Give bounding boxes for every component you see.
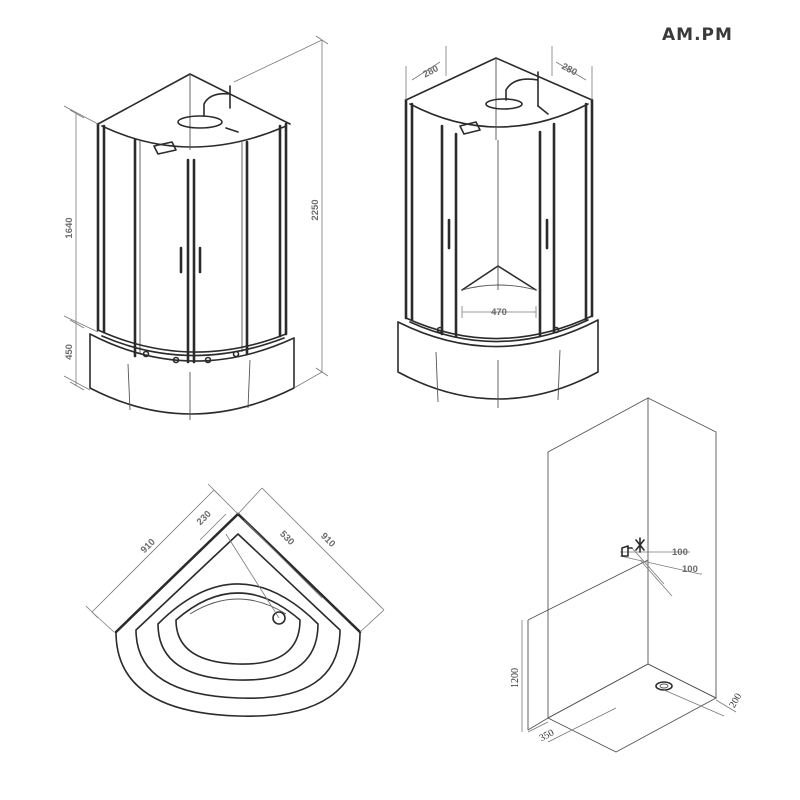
front-view-dimensions — [63, 35, 329, 391]
dim-drain-offset: 230 — [195, 509, 214, 528]
dim-drain-y: 200 — [727, 692, 744, 710]
dim-right-offset: 280 — [560, 61, 579, 78]
faucet-icon — [621, 545, 633, 557]
dim-panel-height: 1640 — [64, 217, 75, 238]
cold-water-icon — [635, 537, 645, 553]
dim-tap-offset-1: 100 — [672, 547, 688, 558]
dim-side-left: 910 — [139, 537, 158, 556]
top-view-dimensions — [85, 483, 385, 633]
back-view-cabin — [404, 57, 594, 343]
back-view-tray — [397, 319, 599, 408]
dim-tap-offset-2: 100 — [682, 564, 698, 575]
dim-left-offset: 280 — [421, 63, 440, 80]
dim-door-width: 470 — [491, 307, 507, 318]
dim-drain-diagonal: 530 — [277, 529, 296, 548]
front-view-cabin — [96, 73, 291, 364]
dim-tray-height: 450 — [64, 344, 75, 360]
dim-install-height: 1200 — [510, 668, 521, 688]
brand-logo: AM.PM — [662, 25, 733, 45]
back-view-dimensions — [405, 46, 593, 318]
install-dimensions — [521, 547, 737, 743]
front-view-tray — [89, 333, 295, 420]
dim-total-height: 2250 — [310, 199, 321, 220]
dim-drain-x: 350 — [538, 727, 556, 744]
install-walls — [527, 397, 717, 753]
